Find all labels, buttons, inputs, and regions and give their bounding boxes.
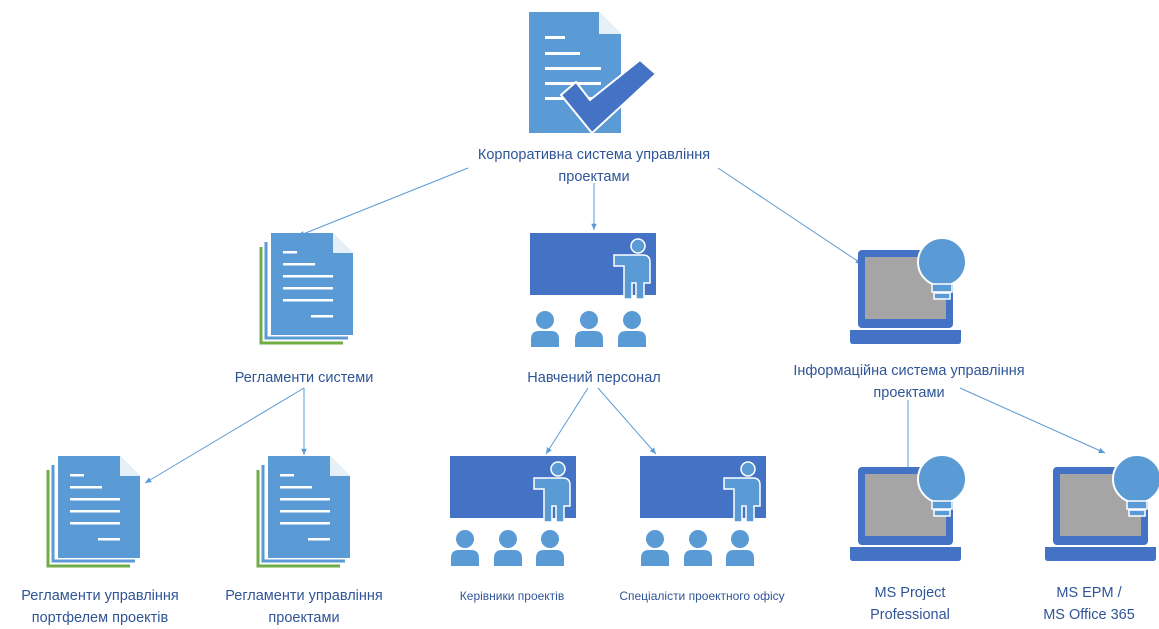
label-info-system-line1: Інформаційна система управління [793,363,1025,379]
label-ms-epm: MS EPM / MS Office 365 [1019,582,1159,626]
label-portfolio-regs-line2: портфелем проектів [31,610,169,626]
connector-staff-pmo [597,387,657,455]
document-check-icon [529,12,658,135]
label-info-system-line2: проектами [873,385,945,401]
label-pmo-specialists: Спеціалісти проектного офісу [592,588,812,604]
label-root: Корпоративна система управління проектам… [434,144,754,188]
label-ms-epm-line2: MS Office 365 [1043,607,1135,623]
label-managers: Керівники проектів [422,588,602,604]
label-info-system: Інформаційна система управління проектам… [744,360,1074,404]
connectors [144,167,1106,484]
laptop-idea-icon [849,237,967,345]
label-project-regs-line1: Регламенти управління [225,588,383,604]
label-project-regs-line2: проектами [268,610,340,626]
label-pmo-specialists-line1: Спеціалісти проектного офісу [619,589,785,603]
label-portfolio-regs-line1: Регламенти управління [21,588,179,604]
training-class-icon [529,232,657,347]
label-managers-line1: Керівники проектів [459,589,565,603]
label-staff-line1: Навчений персонал [527,370,661,386]
project-documents-icon [258,456,350,566]
ms-epm-laptop-icon [1044,454,1159,562]
connector-root-regulations [297,167,469,237]
connector-root-info-system [717,167,863,265]
label-regulations: Регламенти системи [184,367,424,389]
label-ms-project: MS Project Professional [830,582,990,626]
label-regulations-line1: Регламенти системи [234,370,374,386]
label-ms-project-line1: MS Project [874,585,946,601]
connector-staff-managers [545,387,589,455]
documents-stack-icon [261,233,353,343]
connector-info-ms-epm [959,387,1106,454]
label-ms-epm-line1: MS EPM / [1056,585,1122,601]
portfolio-documents-icon [48,456,140,566]
label-ms-project-line2: Professional [870,607,950,623]
pmo-class-icon [639,455,767,566]
connector-regulations-portfolio [144,387,305,484]
managers-class-icon [449,455,577,566]
ms-project-laptop-icon [849,454,967,562]
label-portfolio-regs: Регламенти управління портфелем проектів [0,585,200,629]
label-project-regs: Регламенти управління проектами [204,585,404,629]
label-root-line2: проектами [558,169,630,185]
label-staff: Навчений персонал [474,367,714,389]
label-root-line1: Корпоративна система управління [477,147,711,163]
